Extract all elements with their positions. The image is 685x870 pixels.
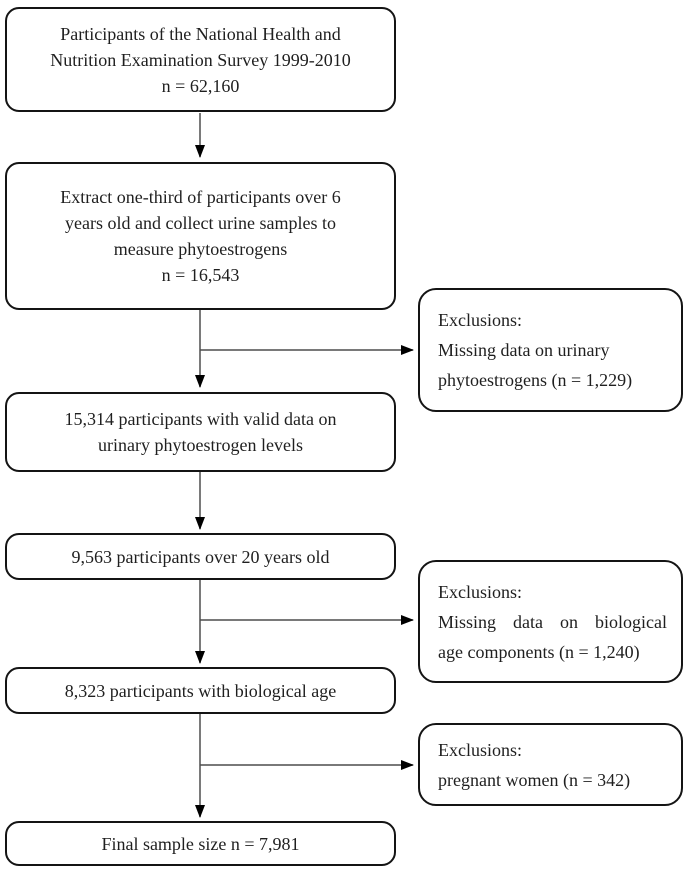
box-text-line: Nutrition Examination Survey 1999-2010	[50, 49, 351, 70]
box-exclusion-urinary-phytoestrogens: Exclusions: Missing data on urinary phyt…	[418, 288, 683, 412]
box-biological-age: 8,323 participants with biological age	[5, 667, 396, 714]
exclusion-text-line: Missing data on biological	[438, 611, 667, 632]
box-text-line: urinary phytoestrogen levels	[98, 435, 303, 455]
box-text-line: Extract one-third of participants over 6	[60, 187, 341, 207]
box-over-20-years: 9,563 participants over 20 years old	[5, 533, 396, 580]
box-sample-size: n = 16,543	[161, 265, 240, 285]
exclusion-title: Exclusions:	[438, 581, 522, 602]
box-text-line: measure phytoestrogens	[113, 239, 288, 259]
box-extract-urine-samples: Extract one-third of participants over 6…	[5, 162, 396, 310]
box-final-sample-size: Final sample size n = 7,981	[5, 821, 396, 866]
box-exclusion-pregnant-women: Exclusions: pregnant women (n = 342)	[418, 723, 683, 806]
box-text-line: Participants of the National Health and	[60, 23, 341, 44]
box-sample-size: n = 62,160	[161, 75, 240, 96]
box-text-line: years old and collect urine samples to	[65, 213, 336, 233]
box-exclusion-biological-age: Exclusions: Missing data on biological a…	[418, 560, 683, 683]
box-valid-phytoestrogen-data: 15,314 participants with valid data on u…	[5, 392, 396, 472]
box-sample-size: Final sample size n = 7,981	[101, 833, 300, 854]
exclusion-text-line: phytoestrogens (n = 1,229)	[438, 370, 633, 390]
exclusion-text-line: age components (n = 1,240)	[438, 641, 640, 662]
box-text-line: 8,323 participants with biological age	[64, 680, 337, 701]
exclusion-title: Exclusions:	[438, 739, 522, 760]
box-text-line: 15,314 participants with valid data on	[64, 409, 337, 429]
exclusion-text-line: pregnant women (n = 342)	[438, 769, 631, 790]
box-nhanes-participants: Participants of the National Health and …	[5, 7, 396, 112]
exclusion-title: Exclusions:	[438, 310, 522, 330]
box-text-line: 9,563 participants over 20 years old	[71, 546, 330, 567]
exclusion-text-line: Missing data on urinary	[438, 340, 610, 360]
